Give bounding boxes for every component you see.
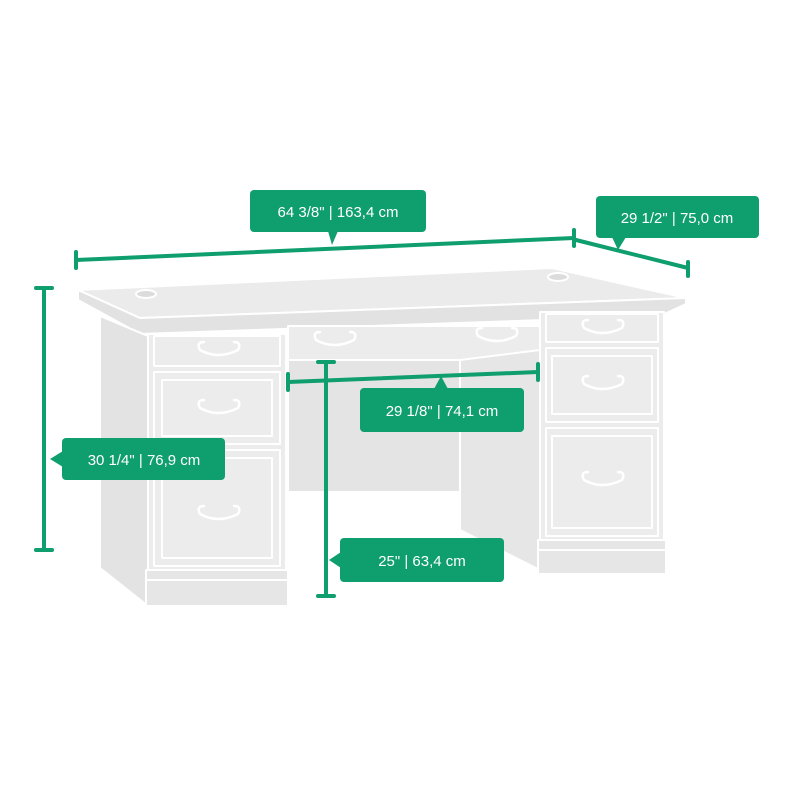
knee-width-label-text: 29 1/8" | 74,1 cm (386, 403, 499, 420)
grommet-right (547, 272, 569, 282)
height-label: 30 1/4" | 76,9 cm (50, 438, 225, 480)
handle-icon (581, 470, 625, 487)
depth-label: 29 1/2" | 75,0 cm (596, 196, 759, 250)
right-drawer-middle (545, 347, 659, 423)
height-label-text: 30 1/4" | 76,9 cm (88, 452, 201, 469)
handle-icon (313, 330, 357, 347)
width-dimension-line (74, 236, 576, 262)
left-drawer-top (153, 335, 281, 367)
left-drawer-middle (153, 371, 281, 445)
right-drawer-bottom (545, 427, 659, 537)
handle-icon (197, 398, 241, 415)
knee-height-label: 25" | 63,4 cm (329, 538, 504, 582)
handle-icon (197, 340, 241, 357)
knee-width-label: 29 1/8" | 74,1 cm (360, 376, 524, 432)
width-label-text: 64 3/8" | 163,4 cm (278, 204, 399, 221)
right-pedestal-inner (459, 349, 541, 571)
handle-icon (581, 318, 625, 335)
width-label: 64 3/8" | 163,4 cm (250, 190, 426, 245)
knee-width-dimension-line (286, 370, 540, 384)
right-drawer-top (545, 313, 659, 343)
right-plinth (537, 539, 667, 575)
knee-height-label-text: 25" | 63,4 cm (378, 553, 466, 570)
drawer-handles (197, 318, 625, 521)
handle-icon (581, 374, 625, 391)
grommet-left (135, 289, 157, 299)
handle-icon (475, 326, 519, 343)
dimension-lines (34, 228, 690, 598)
handle-icon (197, 504, 241, 521)
depth-label-text: 29 1/2" | 75,0 cm (621, 210, 734, 227)
depth-dimension-line (574, 238, 690, 270)
desktop-front-edge (77, 289, 687, 335)
left-plinth (145, 569, 289, 607)
